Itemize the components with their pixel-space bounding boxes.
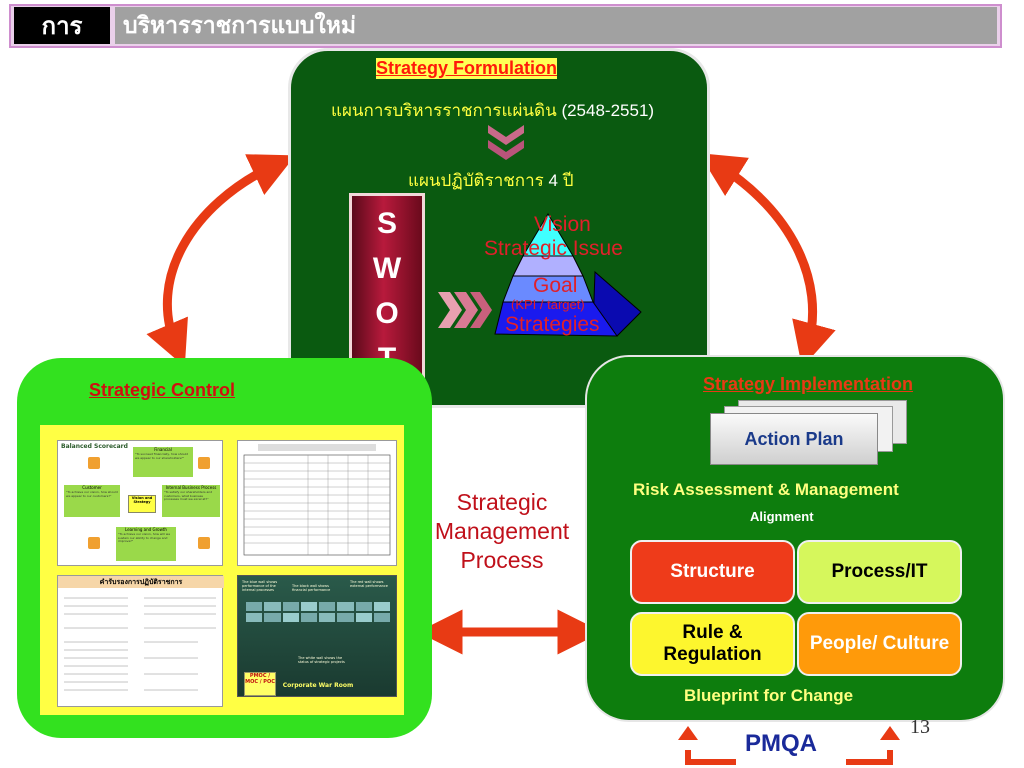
swot-letter-s: S	[376, 207, 397, 241]
pyramid-vision: Vision	[534, 213, 591, 236]
national-plan-years: (2548-2551)	[561, 101, 655, 120]
people-culture-box: People/ Culture	[797, 612, 962, 676]
table-lines	[243, 444, 391, 556]
bsc-internal-box: Internal Business Process "To satisfy ou…	[162, 485, 220, 517]
bsc-internal: Internal Business Process	[165, 485, 217, 490]
bsc-arrow-icon	[198, 537, 210, 549]
performance-agreement-thumbnail: คำรับรองการปฏิบัติราชการ	[57, 575, 224, 707]
strategy-implementation-heading: Strategy Implementation	[703, 374, 914, 394]
arrow-top-left	[146, 154, 296, 367]
bsc-customer-box: Customer "To achieve our vision, how sho…	[64, 485, 120, 517]
strategic-management-process-label: Strategic Management Process	[418, 488, 586, 574]
chevron-right-icon	[438, 292, 492, 328]
bsc-q2: "To achieve our vision, how should we ap…	[66, 490, 118, 498]
swot-letter-o: O	[375, 296, 399, 330]
war-room-badge: PMOC / MOC / POC	[244, 672, 276, 696]
national-plan-thai: แผนการบริหารราชการแผ่นดิน	[331, 101, 557, 120]
strategic-control-heading: Strategic Control	[89, 380, 236, 400]
control-thumbnails-frame: Balanced Scorecard Financial "To succeed…	[40, 425, 404, 715]
four-year-plan-line: แผนปฏิบัติราชการ 4 ปี	[408, 167, 574, 194]
four-year-plan-number: 4	[548, 171, 558, 190]
bsc-financial-box: Financial "To succeed financially, how s…	[133, 447, 193, 477]
pyramid-kpi: (KPI / target)	[511, 297, 585, 312]
process-it-box: Process/IT	[797, 540, 962, 604]
bsc-learning-box: Learning and Growth "To achieve our visi…	[116, 527, 176, 561]
pmqa-label: PMQA	[745, 730, 817, 757]
slide-title: บริหารราชการแบบใหม่	[115, 7, 997, 44]
pmqa-arrows	[678, 726, 900, 765]
bsc-center: Vision and Strategy	[128, 495, 156, 513]
scorecard-table-thumbnail	[237, 440, 397, 566]
four-year-plan-suffix: ปี	[562, 171, 574, 190]
action-plan-card: Action Plan	[710, 413, 878, 465]
form-lines	[64, 597, 216, 691]
swot-letter-w: W	[372, 252, 402, 286]
national-plan-line: แผนการบริหารราชการแผ่นดิน (2548-2551)	[331, 97, 654, 124]
war-room-screens	[246, 602, 390, 642]
smp-line-3: Process	[460, 546, 544, 573]
smp-line-1: Strategic	[456, 489, 548, 515]
pyramid-goal: Goal	[533, 274, 578, 297]
war-room-thumbnail: The blue wall shows performance of the i…	[237, 575, 397, 697]
pyramid-strategic-issue: Strategic Issue	[484, 237, 623, 260]
bsc-arrow-icon	[198, 457, 210, 469]
four-year-plan-thai: แผนปฏิบัติราชการ	[408, 171, 544, 190]
form-title: คำรับรองการปฏิบัติราชการ	[58, 576, 224, 588]
chevron-down-icon	[488, 125, 524, 160]
bsc-financial: Financial	[154, 447, 172, 452]
war-room-note-1: The blue wall shows performance of the i…	[242, 580, 278, 593]
risk-assessment-label: Risk Assessment & Management	[633, 480, 899, 499]
bsc-q1: "To succeed financially, how should we a…	[135, 452, 189, 460]
alignment-label: Alignment	[750, 509, 814, 524]
war-room-note-2: The black wall shows financial performan…	[292, 584, 331, 593]
bsc-customer: Customer	[82, 485, 102, 490]
bsc-learning: Learning and Growth	[125, 527, 167, 532]
page-number: 13	[910, 716, 930, 738]
header-tag: การ	[14, 7, 110, 44]
bsc-arrow-icon	[88, 537, 100, 549]
pyramid-strategies: Strategies	[505, 313, 600, 336]
strategy-formulation-heading: Strategy Formulation	[376, 58, 558, 79]
war-room-note-4: The white wall shows the status of strat…	[298, 656, 345, 665]
bsc-arrow-icon	[88, 457, 100, 469]
bsc-q3: "To satisfy our shareholders and custome…	[164, 490, 213, 502]
balanced-scorecard-thumbnail: Balanced Scorecard Financial "To succeed…	[57, 440, 223, 566]
bsc-title: Balanced Scorecard	[61, 443, 128, 450]
strategy-pyramid	[494, 213, 642, 337]
blueprint-label: Blueprint for Change	[684, 686, 854, 705]
rule-regulation-box: Rule & Regulation	[630, 612, 795, 676]
bsc-q4: "To achieve our vision, how will we sust…	[118, 532, 171, 544]
war-room-note-3: The red wall shows external performance	[350, 580, 388, 589]
arrow-top-right	[698, 153, 836, 368]
smp-line-2: Management	[434, 517, 570, 544]
war-room-caption: Corporate War Room	[282, 682, 354, 689]
swot-box: S W O T	[349, 193, 425, 390]
structure-box: Structure	[630, 540, 795, 604]
